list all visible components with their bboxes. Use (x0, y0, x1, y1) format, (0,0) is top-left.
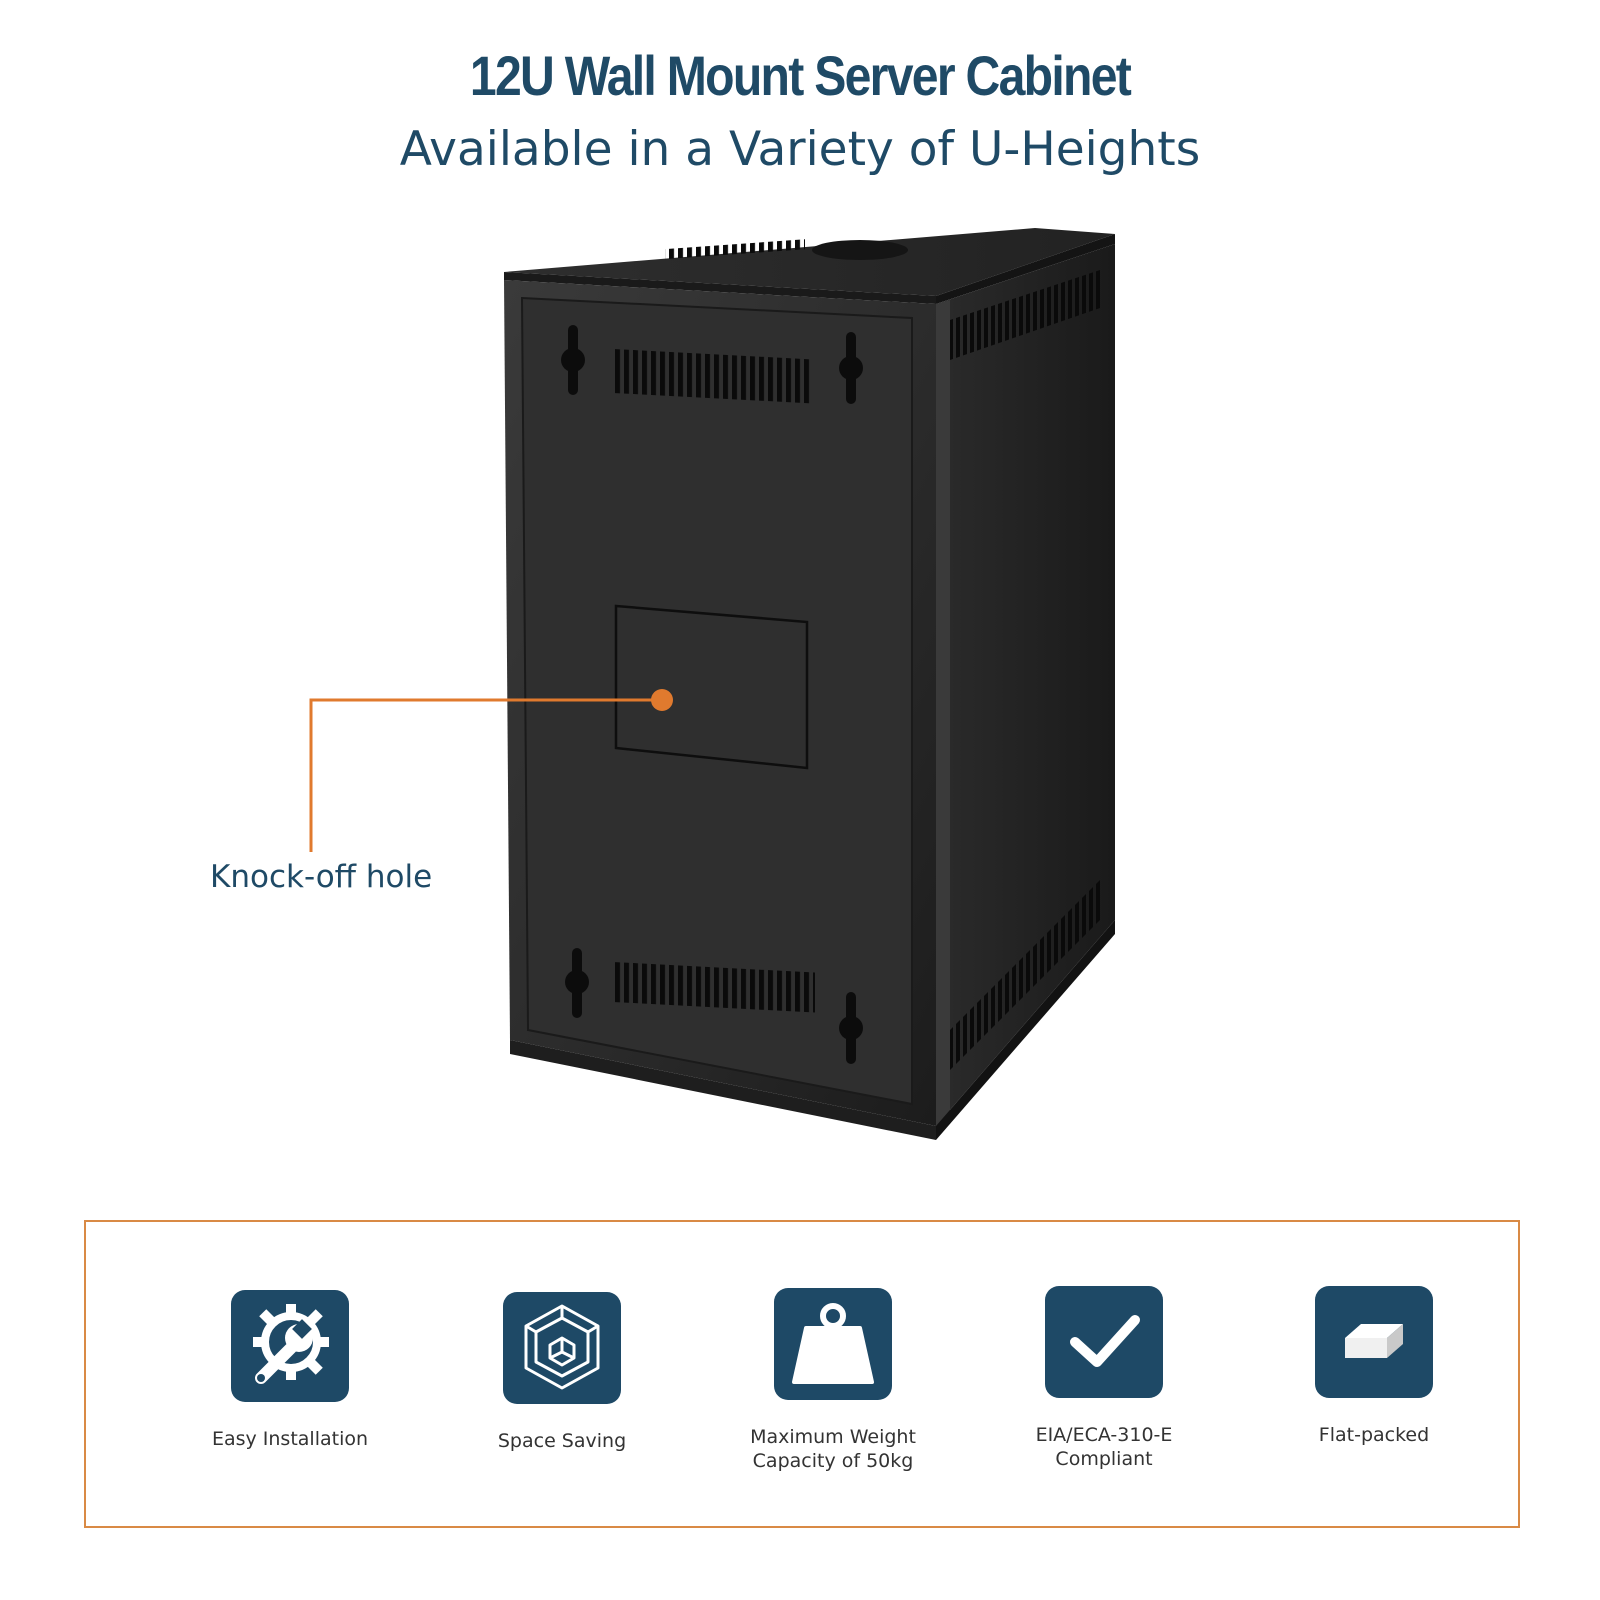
features-panel: Easy Installation Space Saving (84, 1220, 1520, 1528)
page-title: 12U Wall Mount Server Cabinet (469, 44, 1132, 107)
knockoff-hole-label: Knock-off hole (210, 859, 433, 895)
flat-pack-icon (1315, 1286, 1433, 1398)
cube-icon (503, 1292, 621, 1404)
page-subtitle: Available in a Variety of U-Heights (399, 122, 1201, 177)
feature-label: Space Saving (497, 1430, 627, 1452)
feature-maximum-weight: Maximum Weight Capacity of 50kg (713, 1288, 953, 1474)
feature-label: EIA/ECA-310-E Compliant (1035, 1424, 1173, 1470)
weight-icon (774, 1288, 892, 1400)
checkmark-icon (1045, 1286, 1163, 1398)
feature-flat-packed: Flat-packed (1254, 1286, 1494, 1448)
feature-label: Maximum Weight Capacity of 50kg (750, 1426, 916, 1472)
feature-label: Easy Installation (211, 1428, 369, 1450)
wrench-gear-icon (231, 1290, 349, 1402)
feature-label: Flat-packed (1318, 1424, 1430, 1446)
feature-easy-installation: Easy Installation (170, 1290, 410, 1452)
server-cabinet-image (504, 228, 1115, 1140)
feature-space-saving: Space Saving (442, 1292, 682, 1454)
feature-eia-compliant: EIA/ECA-310-E Compliant (984, 1286, 1224, 1472)
